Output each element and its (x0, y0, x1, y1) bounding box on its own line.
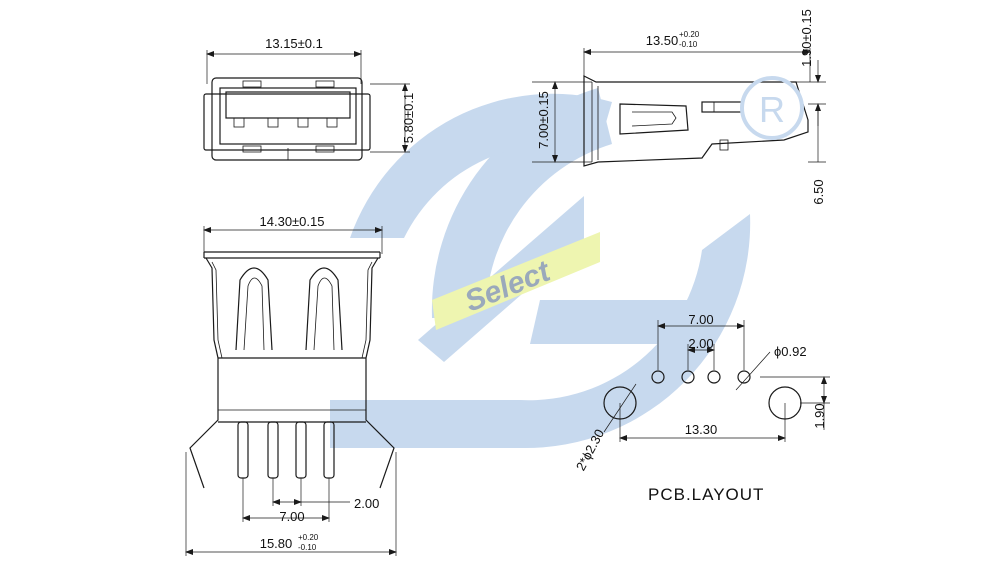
pcb-mount-span-label: 13.30 (685, 422, 718, 437)
watermark-logo: Select (330, 88, 751, 449)
pcb-pin-span-label: 7.00 (688, 312, 713, 327)
front-width-label: 13.15±0.1 (265, 36, 323, 51)
front-height-label: 5.80±0.1 (401, 93, 416, 144)
pcb-pin-hole (651, 370, 665, 384)
pcb-pin-pitch-label: 2.00 (688, 336, 713, 351)
watermark-highlight (432, 232, 600, 330)
side-view: 13.50 +0.20 -0.10 R 7.00±0.15 1.90±0.15 … (532, 9, 826, 205)
pcb-mount-offset-label: 1.90 (812, 403, 827, 428)
watermark-arc-top (431, 88, 612, 318)
bottom-pin-pitch-label: 2.00 (354, 496, 379, 511)
side-height-label: 7.00±0.15 (536, 91, 551, 149)
pcb-pin-hole (681, 370, 695, 384)
bottom-pin-span-label: 7.00 (279, 509, 304, 524)
side-length-tol-upper: +0.20 (679, 30, 700, 39)
bottom-width-label: 14.30±0.15 (260, 214, 325, 229)
pcb-pin-hole (737, 370, 751, 384)
front-view: 13.15±0.1 5.80±0.1 (203, 36, 416, 161)
side-overall-label: 6.50 (811, 179, 826, 204)
side-length-label: 13.50 (646, 33, 679, 48)
side-top-offset-label: 1.90±0.15 (799, 9, 814, 67)
side-length-tol-lower: -0.10 (679, 40, 698, 49)
pcb-pin-hole (707, 370, 721, 384)
watermark-arc-bottom (330, 214, 751, 449)
registered-mark: R (759, 89, 785, 130)
watermark-bar (530, 300, 700, 344)
bottom-overall-tol-lower: -0.10 (298, 543, 317, 552)
pcb-layout-title: PCB.LAYOUT (648, 485, 764, 504)
bottom-view: 14.30±0.15 7.00 2.00 15.80 +0.20 (185, 214, 397, 556)
bottom-overall-label: 15.80 (260, 536, 293, 551)
bottom-overall-tol-upper: +0.20 (298, 533, 319, 542)
watermark-arc-left (350, 93, 612, 239)
pcb-pin-hole-label: ϕ0.92 (774, 344, 807, 359)
